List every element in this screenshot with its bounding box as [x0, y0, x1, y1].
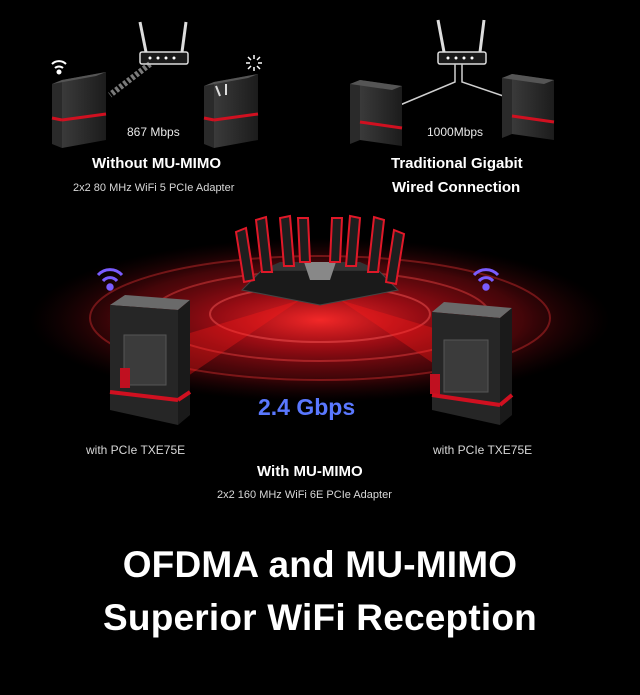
router-icon: [108, 21, 189, 98]
headline-line-1: OFDMA and MU-MIMO: [122, 544, 518, 585]
section-subtitle: 2x2 160 MHz WiFi 6E PCIe Adapter: [217, 489, 392, 501]
weak-signal-icon: [246, 55, 262, 71]
wifi-icon: [472, 268, 500, 291]
section-title: With MU-MIMO: [257, 463, 363, 480]
adapter-label: with PCIe TXE75E: [433, 443, 533, 457]
section-subtitle: 2x2 80 MHz WiFi 5 PCIe Adapter: [73, 182, 235, 194]
pc-case-icon: [502, 74, 555, 140]
gaming-router-icon: [234, 214, 406, 306]
section-title: Wired Connection: [392, 179, 521, 196]
pc-case-icon: [203, 74, 259, 148]
speed-label: 867 Mbps: [127, 125, 180, 139]
wifi-icon: [51, 60, 67, 75]
adapter-label: with PCIe TXE75E: [86, 443, 186, 457]
wifi-icon: [96, 268, 124, 291]
pc-case-icon: [109, 295, 192, 425]
speed-label: 1000Mbps: [427, 125, 484, 139]
speed-label: 2.4 Gbps: [258, 394, 356, 420]
headline-line-2: Superior WiFi Reception: [103, 597, 537, 638]
pc-case-icon: [430, 302, 514, 425]
router-icon: [399, 19, 516, 106]
pc-case-icon: [350, 80, 403, 146]
pc-case-icon: [51, 72, 107, 148]
section-title: Traditional Gigabit: [391, 155, 523, 172]
section-title: Without MU-MIMO: [92, 155, 221, 172]
